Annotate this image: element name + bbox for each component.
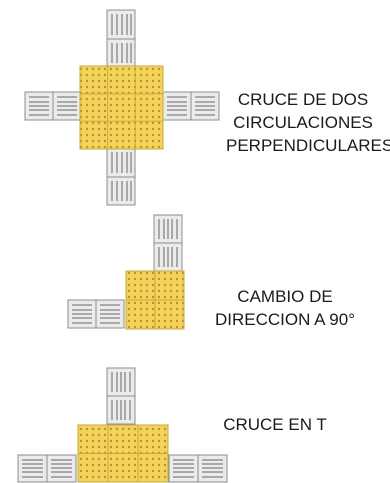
guide-strip-bottom <box>106 147 136 206</box>
guide-strip-top <box>153 214 183 272</box>
label-line: CIRCULACIONES <box>233 113 373 132</box>
tactile-warning-area <box>125 270 185 330</box>
label-line: DIRECCION A 90° <box>214 310 355 329</box>
diagram-cruce-en-t <box>17 367 228 483</box>
diagram-cruce-dos-circulaciones <box>24 9 220 206</box>
label-line: CRUCE DE DOS <box>237 90 369 109</box>
guide-strip-top <box>106 367 136 425</box>
label-line: CRUCE EN T <box>223 415 327 434</box>
guide-strip-left <box>67 299 125 329</box>
guide-strip-left <box>24 91 82 121</box>
guide-strip-top <box>106 9 136 68</box>
tactile-warning-area <box>79 65 164 150</box>
guide-strip-right <box>168 454 228 483</box>
label-cruce-en-t: CRUCE EN T <box>220 413 330 436</box>
diagram-cambio-direccion <box>67 214 185 330</box>
guide-strip-right <box>162 91 220 121</box>
tactile-warning-area <box>77 424 169 483</box>
label-line: PERPENDICULARES <box>226 136 390 155</box>
label-cruce-dos-circulaciones: CRUCE DE DOS CIRCULACIONES PERPENDICULAR… <box>226 88 390 157</box>
guide-strip-left <box>17 454 77 483</box>
label-cambio-direccion: CAMBIO DE DIRECCION A 90° <box>210 285 360 331</box>
label-line: CAMBIO DE <box>237 287 333 306</box>
